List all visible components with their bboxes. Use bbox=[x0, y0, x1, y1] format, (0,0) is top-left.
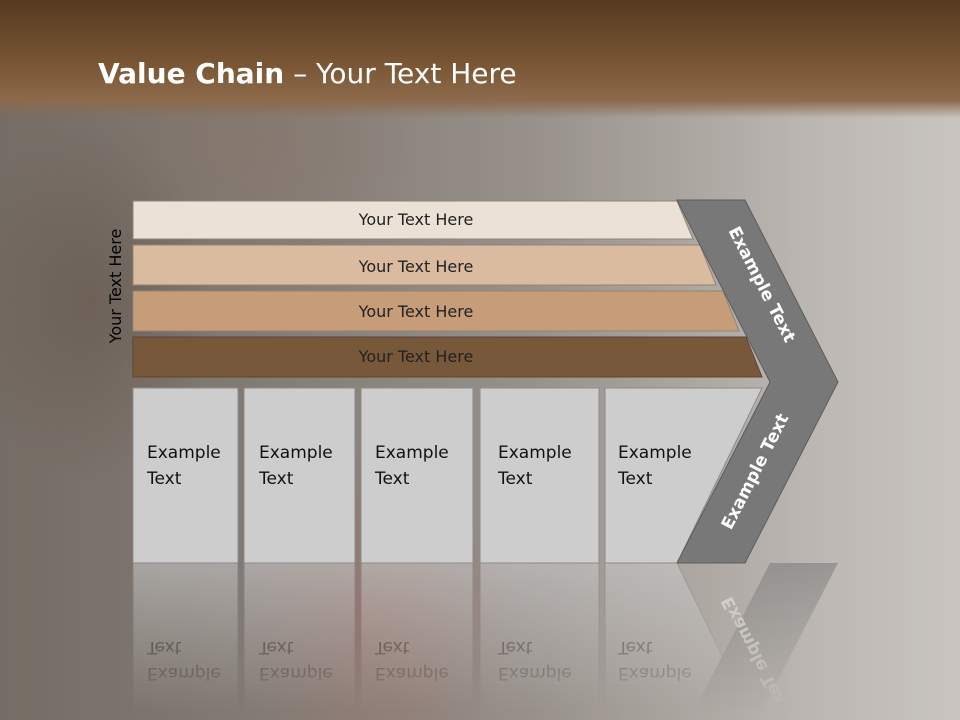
reflect-box-4-line1: Example bbox=[498, 663, 572, 683]
reflect-box-1 bbox=[132, 562, 239, 720]
reflect-box-5-line2: Text bbox=[617, 637, 653, 657]
reflect-box-1-line2: Text bbox=[146, 637, 182, 657]
reflect-box-3 bbox=[360, 562, 474, 720]
column-box-2-shape bbox=[243, 387, 356, 564]
column-box-4-shape bbox=[479, 387, 600, 564]
title-rest: – Your Text Here bbox=[284, 57, 517, 90]
row-bar-3: Your Text Here bbox=[132, 290, 740, 332]
chevron-arrow-shape bbox=[676, 199, 839, 564]
row-bar-4-shape bbox=[132, 336, 763, 378]
column-boxes: Example Text Example Text Example Text E… bbox=[132, 387, 763, 564]
column-box-4-line2: Text bbox=[497, 469, 533, 489]
row-bar-2: Your Text Here bbox=[132, 244, 717, 286]
reflect-box-2-line2: Text bbox=[258, 637, 294, 657]
title-bold: Value Chain bbox=[98, 57, 285, 90]
column-box-2-line2: Text bbox=[258, 469, 294, 489]
reflect-box-4-line2: Text bbox=[497, 637, 533, 657]
column-box-1-line1: Example bbox=[147, 443, 221, 463]
reflect-arrow bbox=[689, 563, 838, 720]
reflect-box-4 bbox=[479, 562, 600, 720]
reflect-box-3-line1: Example bbox=[375, 663, 449, 683]
reflect-box-2-line1: Example bbox=[259, 663, 333, 683]
reflect-box-2 bbox=[243, 562, 356, 720]
row-bar-4-label: Your Text Here bbox=[358, 347, 474, 366]
slide-title: Value Chain – Your Text Here bbox=[98, 54, 517, 94]
column-box-3-shape bbox=[360, 387, 474, 564]
column-box-1: Example Text bbox=[132, 387, 239, 564]
title-band bbox=[0, 0, 960, 118]
column-box-2-line1: Example bbox=[259, 443, 333, 463]
diagram-reflection: Example Text Example Text Example Text E… bbox=[132, 562, 838, 720]
row-bar-1-label: Your Text Here bbox=[358, 210, 474, 229]
row-bar-1-shape bbox=[132, 200, 694, 240]
column-box-3-line1: Example bbox=[375, 443, 449, 463]
row-bar-2-label: Your Text Here bbox=[358, 257, 474, 276]
column-box-4-line1: Example bbox=[498, 443, 572, 463]
row-bar-3-label: Your Text Here bbox=[358, 302, 474, 321]
row-bar-2-shape bbox=[132, 244, 717, 286]
row-bar-3-shape bbox=[132, 290, 740, 332]
column-box-1-shape bbox=[132, 387, 239, 564]
row-bar-1: Your Text Here bbox=[132, 200, 694, 240]
column-box-1-line2: Text bbox=[146, 469, 182, 489]
row-bars: Your Text Here Your Text Here Your Text … bbox=[132, 200, 763, 378]
column-box-2: Example Text bbox=[243, 387, 356, 564]
column-box-4: Example Text bbox=[479, 387, 600, 564]
reflect-box-3-line2: Text bbox=[374, 637, 410, 657]
column-box-5-line1: Example bbox=[618, 443, 692, 463]
reflect-box-1-line1: Example bbox=[147, 663, 221, 683]
column-box-3: Example Text bbox=[360, 387, 474, 564]
row-bar-4: Your Text Here bbox=[132, 336, 763, 378]
column-box-3-line2: Text bbox=[374, 469, 410, 489]
reflect-box-5-line1: Example bbox=[618, 663, 692, 683]
column-box-5-line2: Text bbox=[617, 469, 653, 489]
